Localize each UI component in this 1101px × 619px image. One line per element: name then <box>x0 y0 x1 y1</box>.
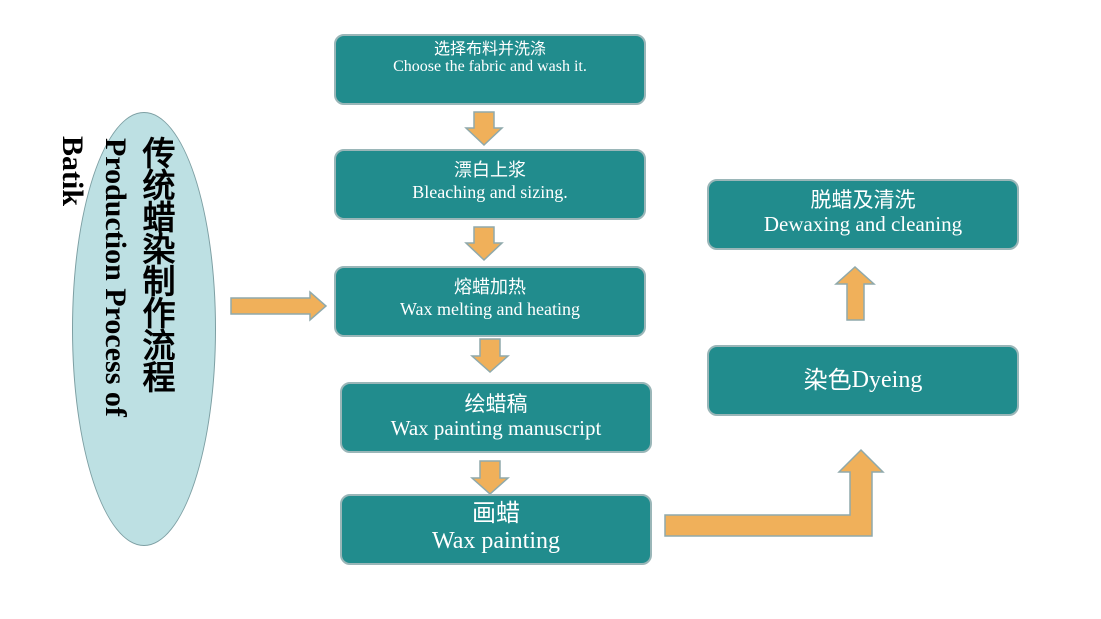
step-zh: 画蜡 <box>472 499 520 527</box>
step-zh: 染色 <box>803 365 852 394</box>
step-en: Dewaxing and cleaning <box>763 212 963 237</box>
step-zh: 脱蜡及清洗 <box>810 188 916 212</box>
arrow-down-icon <box>464 226 504 262</box>
step-en: Choose the fabric and wash it. <box>393 58 587 76</box>
step-en: Wax painting manuscript <box>390 416 602 441</box>
step-box-dewaxing: 脱蜡及清洗 Dewaxing and cleaning <box>707 179 1019 250</box>
step-zh: 熔蜡加热 <box>454 277 526 298</box>
step-zh: 选择布料并洗涤 <box>433 39 546 58</box>
step-box-bleaching: 漂白上浆 Bleaching and sizing. <box>334 149 646 220</box>
arrow-down-icon <box>464 111 504 147</box>
step-en: Bleaching and sizing. <box>412 181 568 202</box>
step-box-wax-painting: 画蜡 Wax painting <box>340 494 652 565</box>
step-box-choose-fabric: 选择布料并洗涤 Choose the fabric and wash it. <box>334 34 646 105</box>
title-en-line1: Production Process of <box>99 138 132 417</box>
title-en-line2: Batik <box>56 136 89 207</box>
arrow-right-icon <box>230 290 328 322</box>
arrow-down-icon <box>470 460 510 496</box>
step-en: Wax painting <box>431 527 561 554</box>
step-box-wax-melting: 熔蜡加热 Wax melting and heating <box>334 266 646 337</box>
title-ellipse <box>72 112 216 546</box>
arrow-bent-up-icon <box>664 448 885 537</box>
step-zh: 绘蜡稿 <box>464 392 528 416</box>
step-en: Dyeing <box>851 366 923 393</box>
arrow-up-icon <box>834 265 876 321</box>
step-zh: 漂白上浆 <box>454 160 526 181</box>
arrow-down-icon <box>470 338 510 374</box>
step-box-wax-manuscript: 绘蜡稿 Wax painting manuscript <box>340 382 652 453</box>
step-en: Wax melting and heating <box>400 298 580 319</box>
title-zh: 传统蜡染制作流程 <box>137 136 176 392</box>
